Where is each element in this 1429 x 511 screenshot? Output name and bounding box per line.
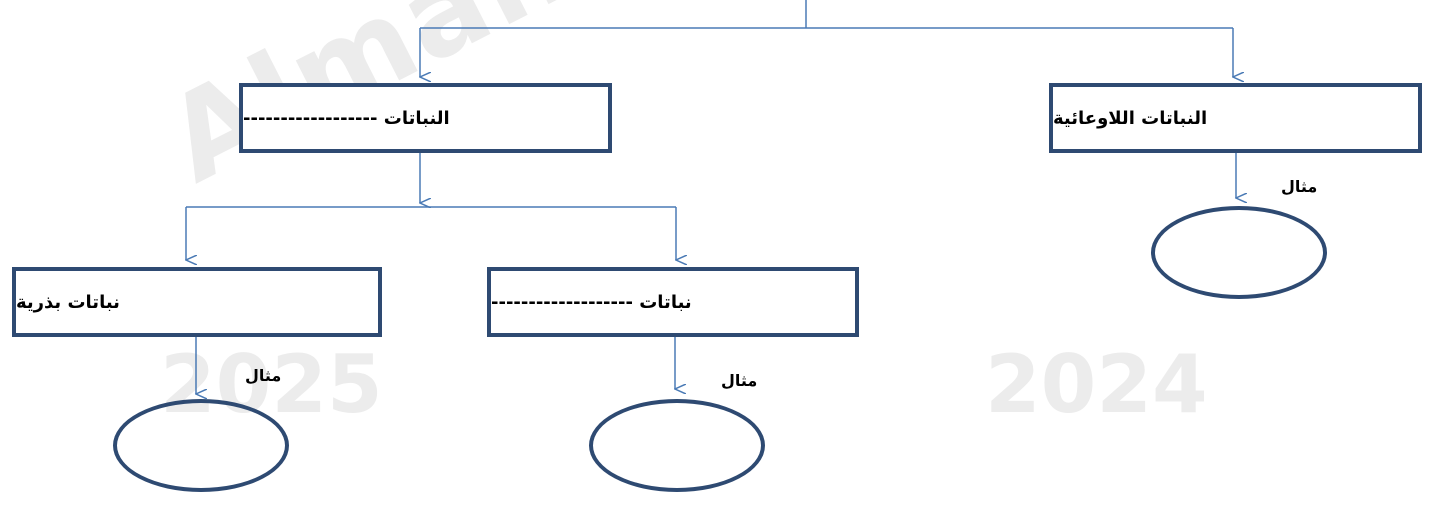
example-label-blank-subgroup: مثال [721,371,758,390]
example-label-nonvascular: مثال [1281,177,1318,196]
node-blank-subgroup: نباتات ------------------- [487,267,859,337]
node-plants-blank: النباتات ------------------ [239,83,612,153]
answer-ellipse-nonvascular[interactable] [1151,206,1327,299]
node-seed-plants-label: نباتات بذرية [16,291,120,313]
node-nonvascular-plants: النباتات اللاوعائية [1049,83,1422,153]
answer-ellipse-blank-subgroup[interactable] [589,399,765,492]
node-plants-blank-label: النباتات ------------------ [243,107,450,129]
node-seed-plants: نباتات بذرية [12,267,382,337]
answer-ellipse-seed-plants[interactable] [113,399,289,492]
node-blank-subgroup-label: نباتات ------------------- [491,291,692,313]
node-nonvascular-label: النباتات اللاوعائية [1053,107,1208,129]
example-label-seed-plants: مثال [245,366,282,385]
